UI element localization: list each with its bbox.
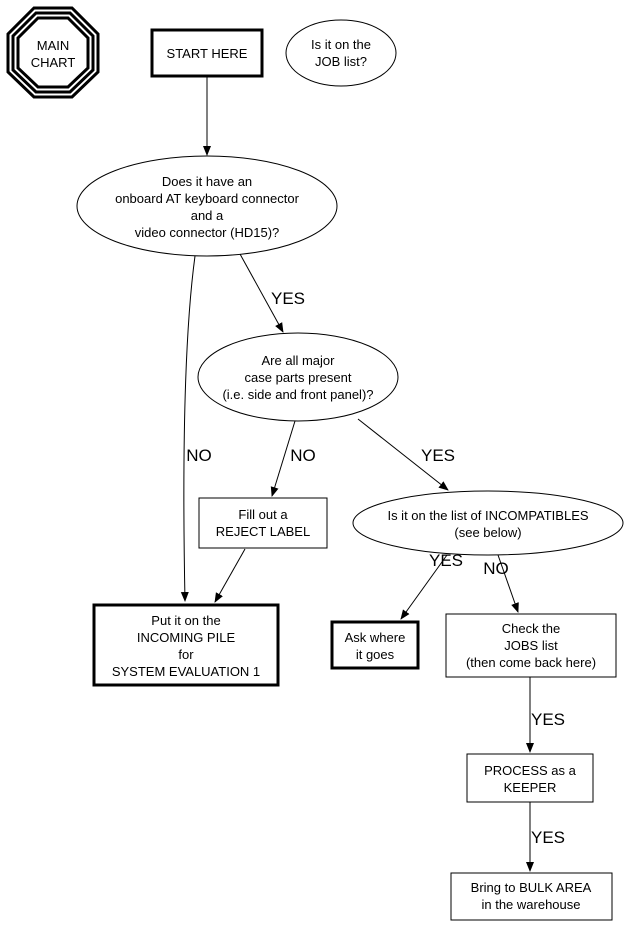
incoming-line4: SYSTEM EVALUATION 1 (112, 664, 260, 679)
incompat-line2: (see below) (454, 525, 521, 540)
process-line2: KEEPER (504, 780, 557, 795)
start-here-box: START HERE (150, 28, 264, 78)
job-list-line1: Is it on the (311, 37, 371, 52)
reject-label-box: Fill out a REJECT LABEL (198, 497, 328, 549)
arrow-incompat-no (497, 554, 519, 613)
process-keeper-box: PROCESS as a KEEPER (466, 753, 594, 803)
reject-line2: REJECT LABEL (216, 524, 310, 539)
arrow-connectors-yes (239, 253, 284, 333)
main-chart-line1: MAIN (37, 38, 70, 53)
ask-line2: it goes (356, 647, 395, 662)
process-line1: PROCESS as a (484, 763, 577, 778)
label-case-yes: YES (421, 446, 455, 465)
check-line2: JOBS list (504, 638, 558, 653)
incoming-line3: for (178, 647, 194, 662)
arrow-case-yes (357, 418, 449, 491)
incoming-pile-box: Put it on the INCOMING PILE for SYSTEM E… (92, 603, 280, 687)
ask-line1: Ask where (345, 630, 406, 645)
check-line1: Check the (502, 621, 561, 636)
check-jobs-box: Check the JOBS list (then come back here… (445, 613, 617, 678)
check-line3: (then come back here) (466, 655, 596, 670)
start-text: START HERE (167, 46, 248, 61)
reject-line1: Fill out a (238, 507, 288, 522)
connectors-line3: and a (191, 208, 224, 223)
main-chart-octagon: MAIN CHART (6, 6, 100, 99)
incompat-line1: Is it on the list of INCOMPATIBLES (387, 508, 588, 523)
label-process-yes: YES (531, 828, 565, 847)
label-case-no: NO (290, 446, 316, 465)
ask-where-box: Ask where it goes (330, 620, 420, 670)
label-incompat-no: NO (483, 559, 509, 578)
label-check-yes: YES (531, 710, 565, 729)
bulk-line2: in the warehouse (481, 897, 580, 912)
case-line2: case parts present (245, 370, 352, 385)
incompatibles-question: Is it on the list of INCOMPATIBLES (see … (352, 490, 624, 556)
arrow-connectors-no (180, 255, 196, 602)
incoming-line1: Put it on the (151, 613, 220, 628)
arrow-incompat-yes (400, 554, 448, 620)
arrow-case-no (270, 420, 296, 497)
label-connectors-yes: YES (271, 289, 305, 308)
case-parts-question: Are all major case parts present (i.e. s… (197, 332, 399, 422)
incoming-line2: INCOMING PILE (137, 630, 236, 645)
connectors-line2: onboard AT keyboard connector (115, 191, 299, 206)
main-chart-line2: CHART (31, 55, 76, 70)
label-connectors-no: NO (186, 446, 212, 465)
connectors-line1: Does it have an (162, 174, 252, 189)
connectors-line4: video connector (HD15)? (135, 225, 280, 240)
job-list-line2: JOB list? (315, 54, 367, 69)
arrow-reject-to-incoming (214, 548, 246, 603)
bulk-line1: Bring to BULK AREA (471, 880, 592, 895)
bulk-area-box: Bring to BULK AREA in the warehouse (450, 872, 613, 921)
case-line3: (i.e. side and front panel)? (222, 387, 373, 402)
case-line1: Are all major (262, 353, 336, 368)
job-list-ellipse: Is it on the JOB list? (285, 19, 397, 87)
label-incompat-yes: YES (429, 551, 463, 570)
connectors-question: Does it have an onboard AT keyboard conn… (76, 155, 338, 257)
